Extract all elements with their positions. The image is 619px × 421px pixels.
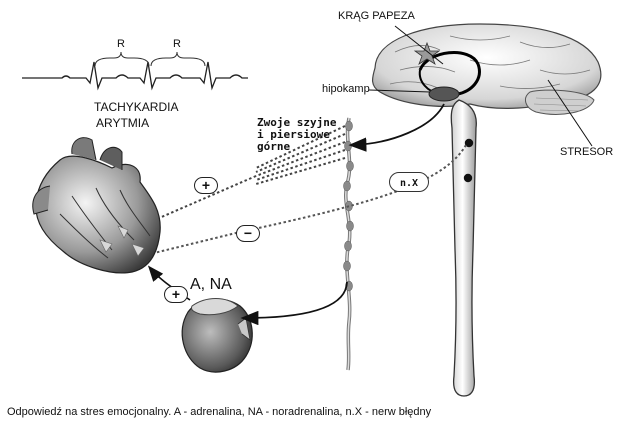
rr-interval-label-1: R bbox=[117, 38, 125, 50]
plus-symbol: + bbox=[202, 177, 210, 193]
trunk-to-adrenal-arrow bbox=[244, 282, 347, 318]
brain-to-ganglia-arrow bbox=[352, 104, 444, 145]
vagus-nucleus-dot-lower bbox=[464, 174, 472, 182]
figure-caption: Odpowiedź na stres emocjonalny. A - adre… bbox=[7, 406, 431, 418]
vagus-nerve-label: n.X bbox=[400, 178, 418, 189]
rr-interval-label-2: R bbox=[173, 38, 181, 50]
papez-circuit-label: KRĄG PAPEZA bbox=[338, 10, 415, 22]
sympathetic-plus-sign: + bbox=[194, 177, 218, 194]
arrhythmia-label: ARYTMIA bbox=[96, 116, 149, 130]
heart-illustration bbox=[33, 138, 160, 273]
brain-illustration bbox=[373, 24, 601, 114]
hippocampus-label: hipokamp bbox=[322, 83, 370, 95]
sympathetic-trunk bbox=[344, 118, 354, 370]
tachycardia-label: TACHYKARDIA bbox=[94, 100, 178, 114]
ecg-trace bbox=[22, 62, 248, 88]
hormones-label: A, NA bbox=[190, 276, 232, 294]
plus-symbol: + bbox=[172, 286, 180, 302]
ganglia-label-line3: górne bbox=[257, 140, 290, 153]
minus-symbol: − bbox=[244, 225, 252, 241]
hormone-plus-sign: + bbox=[164, 286, 188, 303]
vagus-minus-sign: − bbox=[236, 225, 260, 242]
hippocampus-shape bbox=[429, 87, 459, 101]
vagus-nerve-line bbox=[150, 145, 466, 254]
kidney-adrenal-illustration bbox=[182, 299, 252, 373]
vagus-nerve-badge: n.X bbox=[389, 172, 429, 192]
rr-interval-brackets bbox=[95, 52, 205, 66]
stressor-label: STRESOR bbox=[560, 146, 613, 158]
